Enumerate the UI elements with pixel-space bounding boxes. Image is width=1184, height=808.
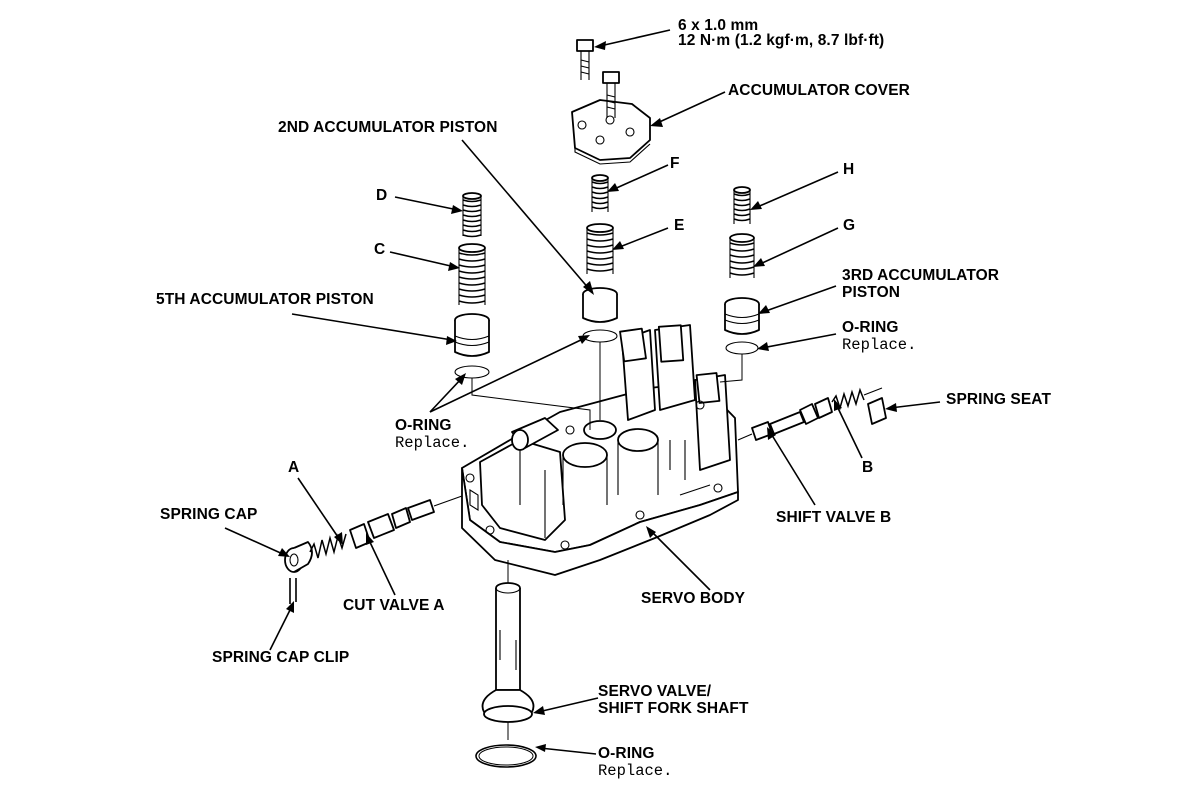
spring-g-part xyxy=(729,233,755,278)
spring-g-label: G xyxy=(843,217,856,234)
spring-f-label: F xyxy=(670,155,680,172)
spring-cap-part xyxy=(284,541,313,573)
servo-valve-shaft-part xyxy=(481,560,535,740)
cut-valve-a-label: CUT VALVE A xyxy=(343,597,445,614)
servo-body-part xyxy=(461,324,739,576)
servo-valve-label-line2: SHIFT FORK SHAFT xyxy=(598,700,749,717)
shift-valve-b-label: SHIFT VALVE B xyxy=(776,509,892,526)
spring-d-label: D xyxy=(376,187,388,204)
servo-valve-label-line1: SERVO VALVE/ xyxy=(598,683,712,700)
bolt-left-part xyxy=(576,39,594,80)
leader-lines xyxy=(224,29,941,755)
spring-a-label: A xyxy=(288,459,300,476)
o-ring-bottom-part xyxy=(475,744,537,768)
shift-valve-b-part xyxy=(751,397,833,441)
o-ring-bottom-note: Replace. xyxy=(598,762,673,780)
o-ring-left-label: O-RING xyxy=(395,417,452,434)
bolt-spec-line1: 6 x 1.0 mm xyxy=(678,17,759,34)
fifth-accumulator-piston-label: 5TH ACCUMULATOR PISTON xyxy=(156,291,374,308)
bolt-spec-line2: 12 N·m (1.2 kgf·m, 8.7 lbf·ft) xyxy=(678,32,885,49)
o-ring-right-label: O-RING xyxy=(842,319,899,336)
o-ring-right-note: Replace. xyxy=(842,336,917,354)
spring-h-part xyxy=(733,186,751,224)
servo-body-label: SERVO BODY xyxy=(641,590,746,607)
bolt-right-part xyxy=(602,71,620,118)
second-accumulator-piston-part xyxy=(582,287,618,343)
spring-c-label: C xyxy=(374,241,386,258)
third-accumulator-piston-label-line2: PISTON xyxy=(842,284,901,301)
spring-cap-clip-label: SPRING CAP CLIP xyxy=(212,649,350,666)
spring-b-label: B xyxy=(862,459,874,476)
accumulator-cover-part xyxy=(571,99,651,165)
spring-seat-part xyxy=(867,397,887,425)
third-accumulator-piston-label-line1: 3RD ACCUMULATOR xyxy=(842,267,1000,284)
spring-b-part xyxy=(831,387,865,411)
spring-f-part xyxy=(591,174,609,212)
second-accumulator-piston-label: 2ND ACCUMULATOR PISTON xyxy=(278,119,498,136)
spring-e-part xyxy=(586,223,614,274)
fifth-accumulator-piston-part xyxy=(454,313,490,379)
spring-h-label: H xyxy=(843,161,855,178)
spring-cap-clip-part xyxy=(289,578,297,604)
spring-c-part xyxy=(458,243,486,305)
o-ring-left-note: Replace. xyxy=(395,434,470,452)
o-ring-bottom-label: O-RING xyxy=(598,745,655,762)
spring-e-label: E xyxy=(674,217,685,234)
accumulator-cover-label: ACCUMULATOR COVER xyxy=(728,82,910,99)
spring-seat-label: SPRING SEAT xyxy=(946,391,1052,408)
spring-cap-label: SPRING CAP xyxy=(160,506,258,523)
spring-d-part xyxy=(462,192,482,238)
third-accumulator-piston-part xyxy=(724,297,760,355)
cut-valve-a-part xyxy=(349,499,435,549)
